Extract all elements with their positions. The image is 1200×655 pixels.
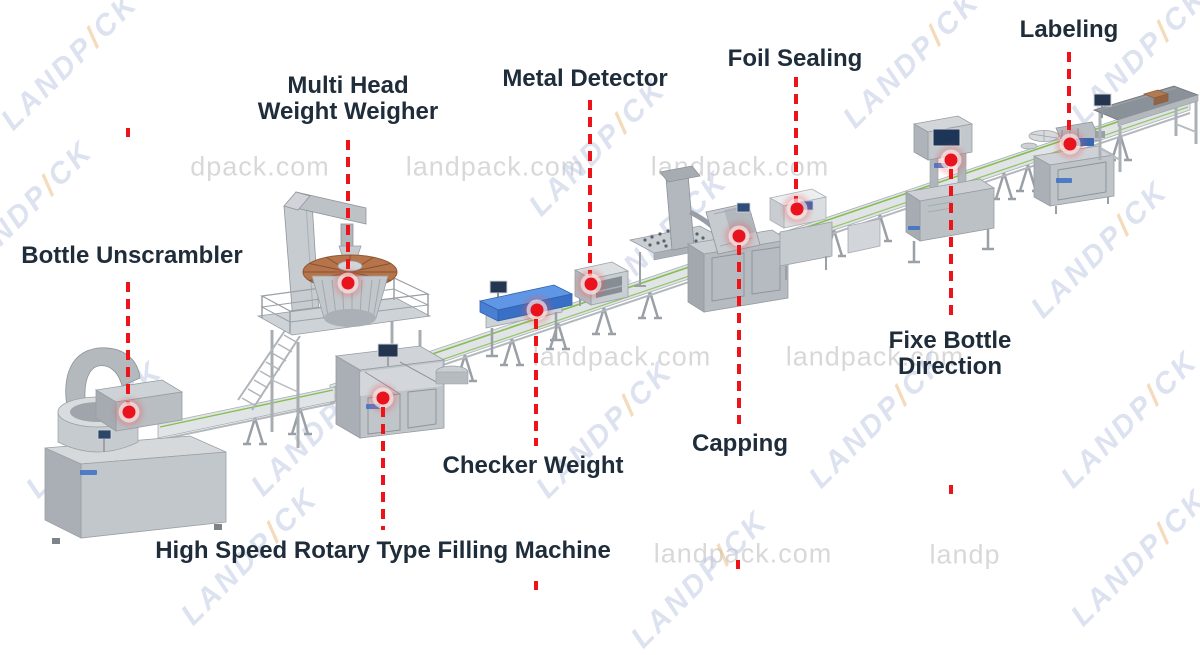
foil-sealing-machine [768,188,881,280]
capping-machine [628,165,790,313]
bottle-unscrambler-machine [44,347,227,544]
output-table [1092,85,1200,172]
production-line-scene [44,85,1200,544]
